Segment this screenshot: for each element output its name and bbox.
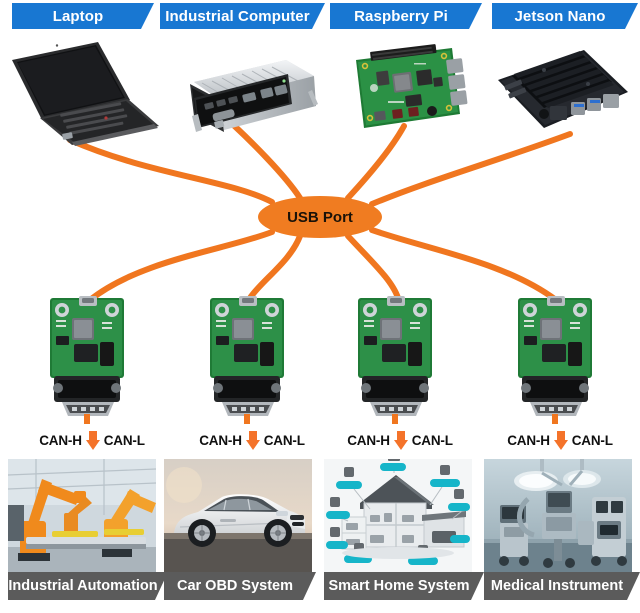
can-adapter-board-4 bbox=[518, 296, 592, 424]
application-banner-car-obd[interactable]: Car OBD System bbox=[164, 572, 316, 600]
can-low-label-2: CAN-L bbox=[263, 432, 305, 448]
usb-port-label: USB Port bbox=[287, 208, 353, 226]
host-banner-jetson-nano[interactable]: Jetson Nano bbox=[492, 3, 638, 29]
can-low-label-3: CAN-L bbox=[411, 432, 453, 448]
application-label-car-obd: Car OBD System bbox=[176, 578, 294, 594]
can-high-label-4: CAN-H bbox=[507, 432, 550, 448]
can-adapter-board-2 bbox=[210, 296, 284, 424]
host-banner-laptop[interactable]: Laptop bbox=[12, 3, 154, 29]
can-adapter-board-3 bbox=[358, 296, 432, 424]
can-low-label-4: CAN-L bbox=[571, 432, 613, 448]
industrial-computer-image bbox=[190, 60, 318, 132]
down-arrow-icon-1 bbox=[85, 430, 100, 450]
medical-instrument-image bbox=[484, 459, 632, 577]
car-obd-image bbox=[164, 459, 312, 577]
application-label-smart-home: Smart Home System bbox=[328, 578, 470, 594]
application-banner-medical[interactable]: Medical Instrument bbox=[484, 572, 640, 600]
can-labels-3: CAN-H CAN-L bbox=[320, 430, 480, 450]
can-labels-2: CAN-H CAN-L bbox=[172, 430, 332, 450]
host-banner-raspberry-pi[interactable]: Raspberry Pi bbox=[330, 3, 482, 29]
application-banner-smart-home[interactable]: Smart Home System bbox=[324, 572, 484, 600]
host-label-industrial-computer: Industrial Computer bbox=[165, 7, 310, 25]
jetson-nano-image bbox=[498, 50, 628, 128]
can-high-label-2: CAN-H bbox=[199, 432, 242, 448]
can-high-label-3: CAN-H bbox=[347, 432, 390, 448]
can-labels-4: CAN-H CAN-L bbox=[480, 430, 640, 450]
can-labels-1: CAN-H CAN-L bbox=[12, 430, 172, 450]
laptop-image bbox=[12, 42, 159, 146]
application-label-medical: Medical Instrument bbox=[490, 578, 624, 594]
host-label-laptop: Laptop bbox=[52, 7, 104, 25]
can-adapter-board-1 bbox=[50, 296, 124, 424]
down-arrow-icon-3 bbox=[393, 430, 408, 450]
host-banner-industrial-computer[interactable]: Industrial Computer bbox=[160, 3, 325, 29]
host-label-raspberry-pi: Raspberry Pi bbox=[354, 7, 448, 25]
smart-home-image bbox=[324, 459, 472, 577]
host-label-jetson-nano: Jetson Nano bbox=[514, 7, 606, 25]
application-label-industrial-automation: Industrial Automation bbox=[8, 578, 158, 594]
usb-port-hub[interactable]: USB Port bbox=[258, 196, 382, 238]
down-arrow-icon-2 bbox=[245, 430, 260, 450]
can-low-label-1: CAN-L bbox=[103, 432, 145, 448]
application-banner-industrial-automation[interactable]: Industrial Automation bbox=[8, 572, 168, 600]
industrial-automation-image bbox=[8, 459, 156, 577]
can-high-label-1: CAN-H bbox=[39, 432, 82, 448]
down-arrow-icon-4 bbox=[553, 430, 568, 450]
raspberry-pi-image bbox=[356, 44, 468, 128]
